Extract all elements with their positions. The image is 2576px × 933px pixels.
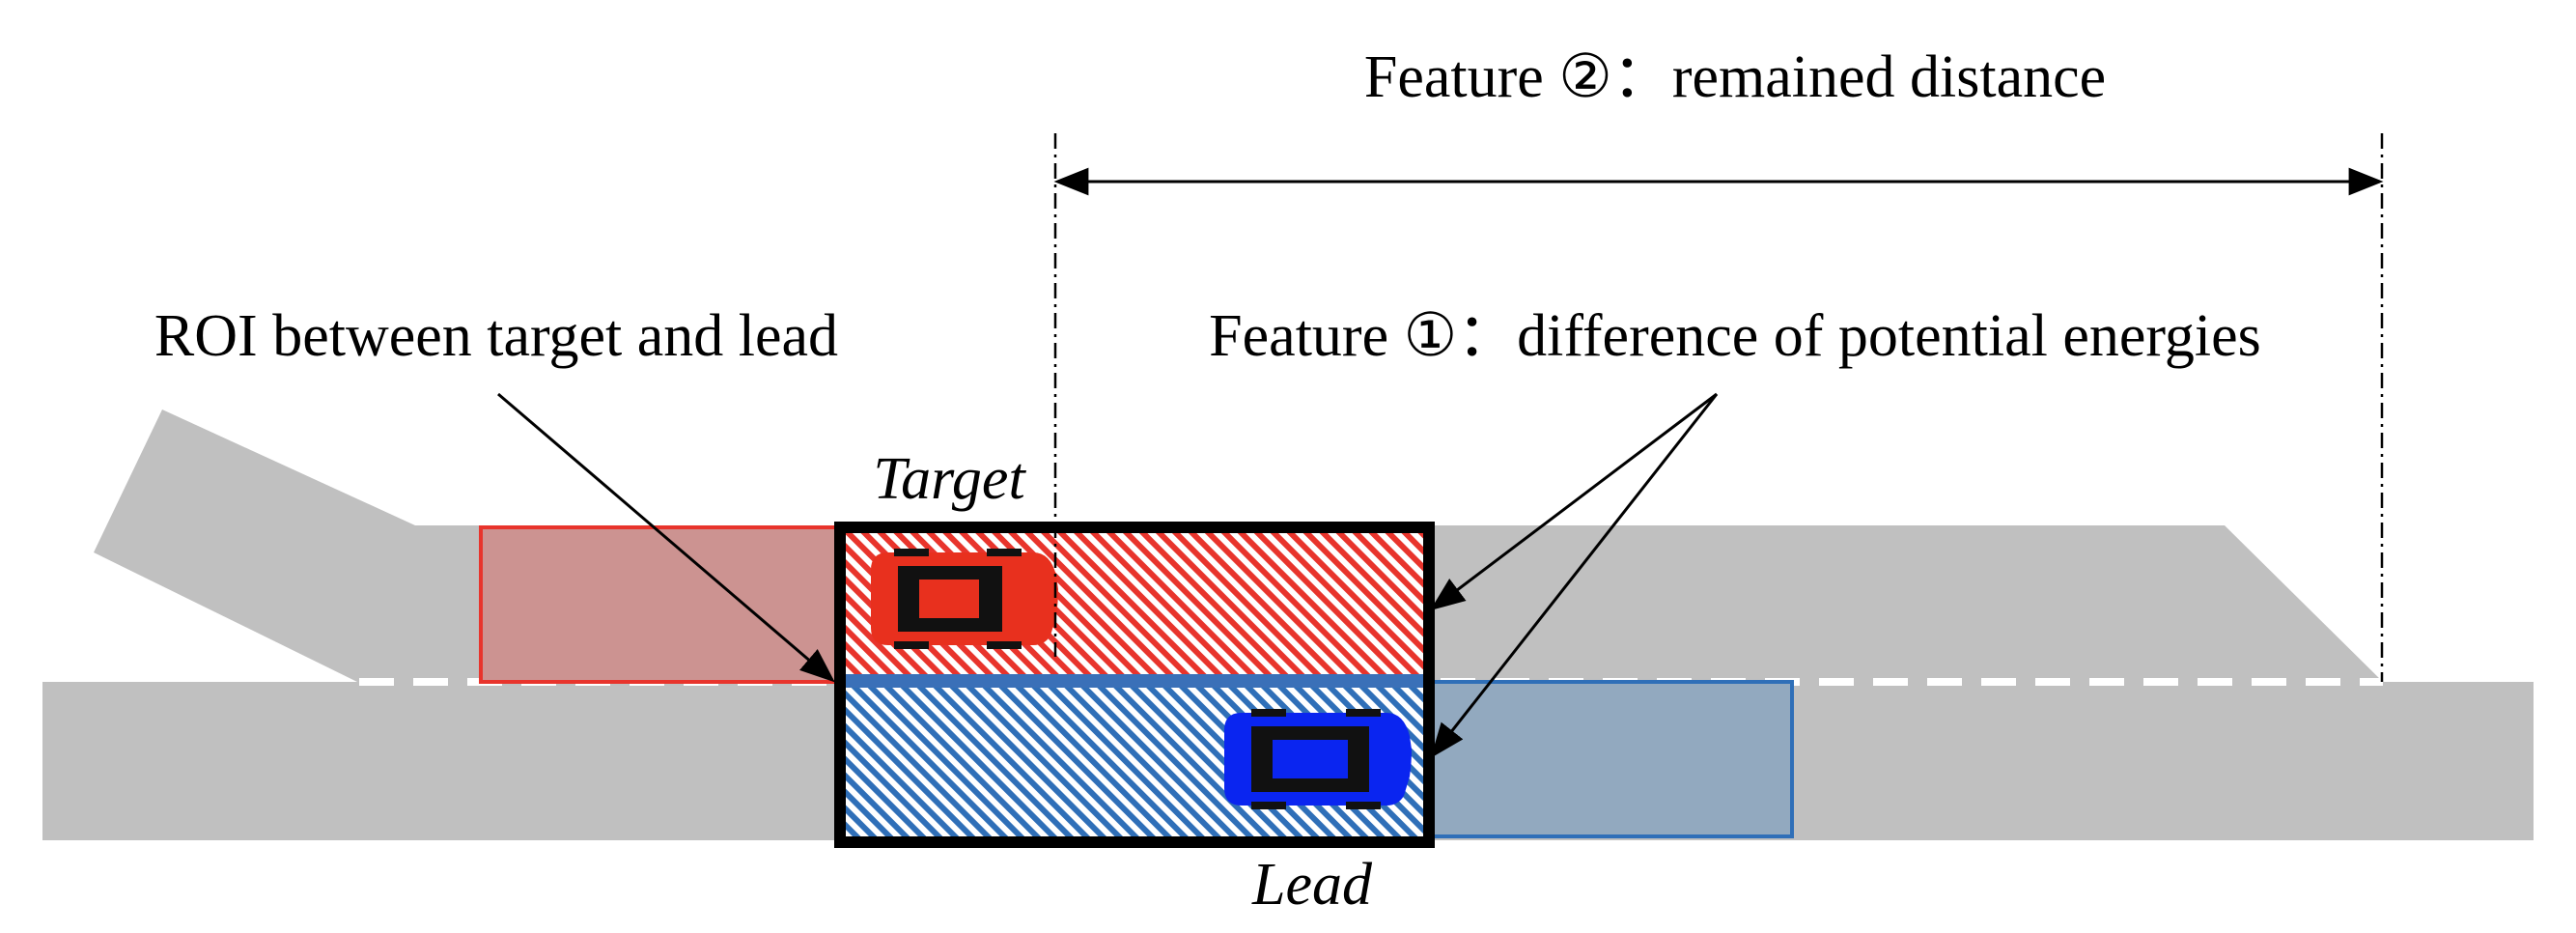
feature2-label: Feature ②：remained distance bbox=[1364, 44, 2106, 110]
feature1-label: Feature ①：difference of potential energi… bbox=[1209, 303, 2261, 369]
target-label: Target bbox=[873, 446, 1026, 512]
lead-label: Lead bbox=[1251, 852, 1373, 918]
roi-label: ROI between target and lead bbox=[154, 303, 838, 369]
feature1-arrow-lead bbox=[1430, 393, 1719, 758]
roi-box bbox=[834, 522, 1435, 848]
roi-divider bbox=[840, 674, 1427, 688]
roi-pointer-arrow bbox=[497, 392, 835, 683]
lead-car-icon bbox=[1224, 709, 1412, 809]
target-car-icon bbox=[871, 549, 1058, 649]
lead-region bbox=[1427, 680, 1794, 838]
feature1-arrow-target bbox=[1430, 392, 1718, 611]
on-ramp bbox=[94, 410, 415, 682]
target-region bbox=[479, 525, 842, 684]
